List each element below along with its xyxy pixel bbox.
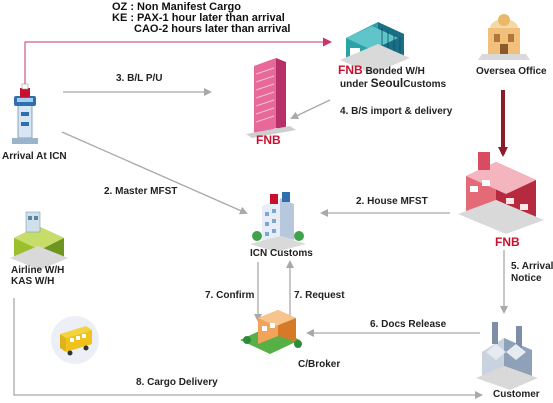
- step-2-master-label: 2. Master MFST: [104, 186, 178, 197]
- control-tower-icon: [12, 83, 38, 144]
- step-6-label: 6. Docs Release: [370, 319, 447, 330]
- bonded-line-2: under SeoulCustoms: [340, 76, 447, 90]
- bonded-seoul-label: Seoul: [370, 76, 404, 90]
- step-2-house-label: 2. House MFST: [356, 196, 428, 207]
- kas-wh-label: KAS W/H: [11, 276, 55, 287]
- oversea-office-icon: [478, 14, 530, 60]
- step-5-label-1: 5. Arrival: [511, 261, 553, 272]
- step-4-label: 4. B/S import & delivery: [340, 106, 453, 117]
- customs-broker-icon: [240, 310, 302, 354]
- step-7-request-label: 7. Request: [294, 290, 345, 301]
- note-line-3: CAO-2 hours later than arrival: [134, 23, 291, 35]
- note-block: OZ : Non Manifest Cargo KE : PAX-1 hour …: [112, 2, 291, 35]
- bonded-line-1: FNB Bonded W/H: [338, 63, 425, 77]
- airline-warehouse-icon: [10, 211, 68, 270]
- icn-customs-icon: [250, 192, 306, 252]
- bus-icon: [51, 316, 99, 364]
- bonded-customs-label: Customs: [403, 79, 447, 90]
- fnb-office-icon: [458, 152, 544, 234]
- arrow-master-mfst: [61, 131, 248, 215]
- oversea-office-label: Oversea Office: [476, 66, 547, 77]
- airline-wh-label: Airline W/H: [11, 265, 65, 276]
- fnb-office-label: FNB: [495, 235, 520, 249]
- customer-factory-icon: [476, 322, 538, 390]
- fnb-tower-label: FNB: [256, 133, 281, 147]
- bonded-warehouse-icon: [340, 22, 410, 74]
- bonded-fnb-label: FNB: [338, 63, 363, 77]
- step-5-label-2: Notice: [511, 273, 542, 284]
- note-line-1: OZ : Non Manifest Cargo: [112, 1, 241, 13]
- broker-label: C/Broker: [298, 359, 341, 370]
- step-8-label: 8. Cargo Delivery: [136, 377, 218, 388]
- icn-customs-label: ICN Customs: [250, 248, 313, 259]
- note-line-2: KE : PAX-1 hour later than arrival: [112, 12, 285, 24]
- bonded-wh-label: Bonded W/H: [365, 66, 425, 77]
- step-3-label: 3. B/L P/U: [116, 73, 163, 84]
- arrow-bs-import: [290, 99, 331, 120]
- step-7-confirm-label: 7. Confirm: [205, 290, 255, 301]
- arrival-label: Arrival At ICN: [2, 151, 67, 162]
- bonded-under-label: under: [340, 79, 368, 90]
- arrow-arrival-to-bonded: [24, 37, 332, 88]
- fnb-tower-icon: [246, 58, 296, 138]
- arrow-cargo-delivery: [13, 298, 483, 399]
- customer-label: Customer: [493, 389, 540, 400]
